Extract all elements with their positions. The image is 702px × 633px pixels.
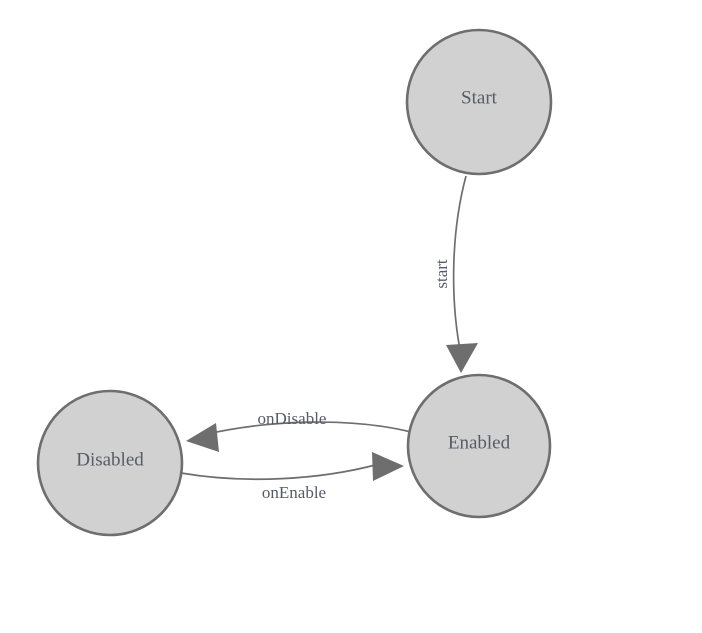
node-disabled-label: Disabled <box>76 449 144 470</box>
edge-label-onenable: onEnable <box>262 483 326 502</box>
node-disabled[interactable]: Disabled <box>36 389 184 537</box>
node-enabled[interactable]: Enabled <box>406 373 552 519</box>
arrowhead-right-icon <box>372 452 404 481</box>
edge-disabled-to-enabled-path <box>180 463 380 481</box>
node-enabled-circle <box>406 373 552 519</box>
edge-label-ondisable: onDisable <box>258 409 327 428</box>
edge-enabled-to-disabled-path <box>206 421 412 435</box>
node-start-circle <box>405 28 553 176</box>
arrowhead-left-icon <box>186 423 219 452</box>
edge-start-to-enabled-path <box>452 175 467 356</box>
edge-enabled-to-disabled[interactable]: onDisable <box>186 409 412 452</box>
edge-start-to-enabled[interactable]: start <box>432 175 478 373</box>
node-start-label: Start <box>461 87 498 108</box>
node-enabled-label: Enabled <box>448 432 511 453</box>
edge-label-start: start <box>432 259 451 289</box>
node-start[interactable]: Start <box>405 28 553 176</box>
arrowhead-down-icon <box>446 343 478 373</box>
edge-disabled-to-enabled[interactable]: onEnable <box>180 452 404 502</box>
node-disabled-circle <box>36 389 184 537</box>
